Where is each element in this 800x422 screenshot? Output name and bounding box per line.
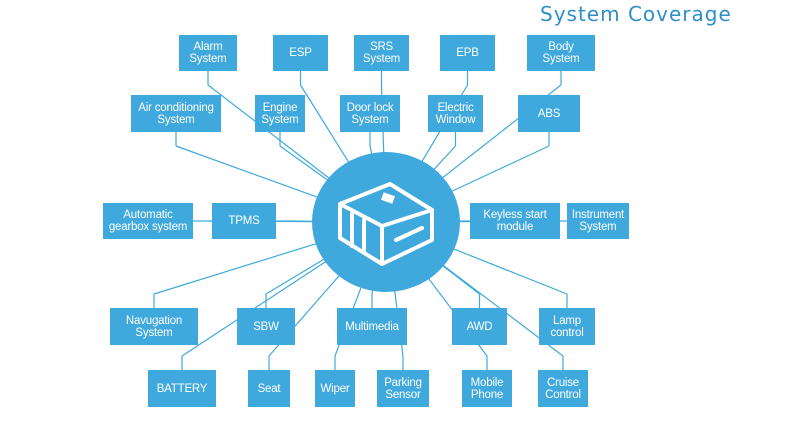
system-box-doorlock: Door lock System xyxy=(340,95,400,132)
system-box-body: Body System xyxy=(527,35,595,71)
system-box-window: Electric Window xyxy=(428,95,483,132)
system-box-navigation: Navugation System xyxy=(110,308,198,345)
system-box-srs: SRS System xyxy=(354,35,409,71)
system-box-engine: Engine System xyxy=(255,95,305,132)
system-box-wiper: Wiper xyxy=(315,370,355,407)
system-box-multimedia: Multimedia xyxy=(337,308,407,345)
connector-line xyxy=(175,145,323,200)
central-hub xyxy=(312,152,460,292)
system-box-esp: ESP xyxy=(273,35,328,71)
system-box-alarm: Alarm System xyxy=(179,35,237,71)
system-box-cruise: Cruise Control xyxy=(538,370,588,407)
connector-line xyxy=(431,145,456,173)
connector-line xyxy=(447,145,550,194)
system-box-mobile: Mobile Phone xyxy=(462,370,512,407)
connector-line xyxy=(265,256,328,295)
connector-line xyxy=(181,258,330,357)
system-box-abs: ABS xyxy=(518,95,580,132)
system-box-seat: Seat xyxy=(248,370,290,407)
connector-line xyxy=(448,246,568,295)
system-box-keyless: Keyless start module xyxy=(470,203,560,239)
system-box-parking: Parking Sensor xyxy=(377,370,429,407)
system-box-awd: AWD xyxy=(452,308,507,345)
system-box-instrument: Instrument System xyxy=(567,203,629,239)
connector-line xyxy=(153,241,322,295)
system-box-epb: EPB xyxy=(440,35,495,71)
system-box-lamp: Lamp control xyxy=(539,308,595,345)
system-box-sbw: SBW xyxy=(237,308,295,345)
connector-line xyxy=(439,263,480,295)
system-box-gearbox: Automatic gearbox system xyxy=(103,203,193,239)
connector-line xyxy=(299,84,351,165)
page-title: System Coverage xyxy=(540,2,732,26)
connector-line xyxy=(207,84,333,182)
system-box-aircon: Air conditioning System xyxy=(131,95,221,132)
system-box-battery: BATTERY xyxy=(148,370,216,407)
system-box-tpms: TPMS xyxy=(212,203,276,239)
connector-line xyxy=(279,145,332,183)
obd-connector-icon xyxy=(338,182,434,266)
